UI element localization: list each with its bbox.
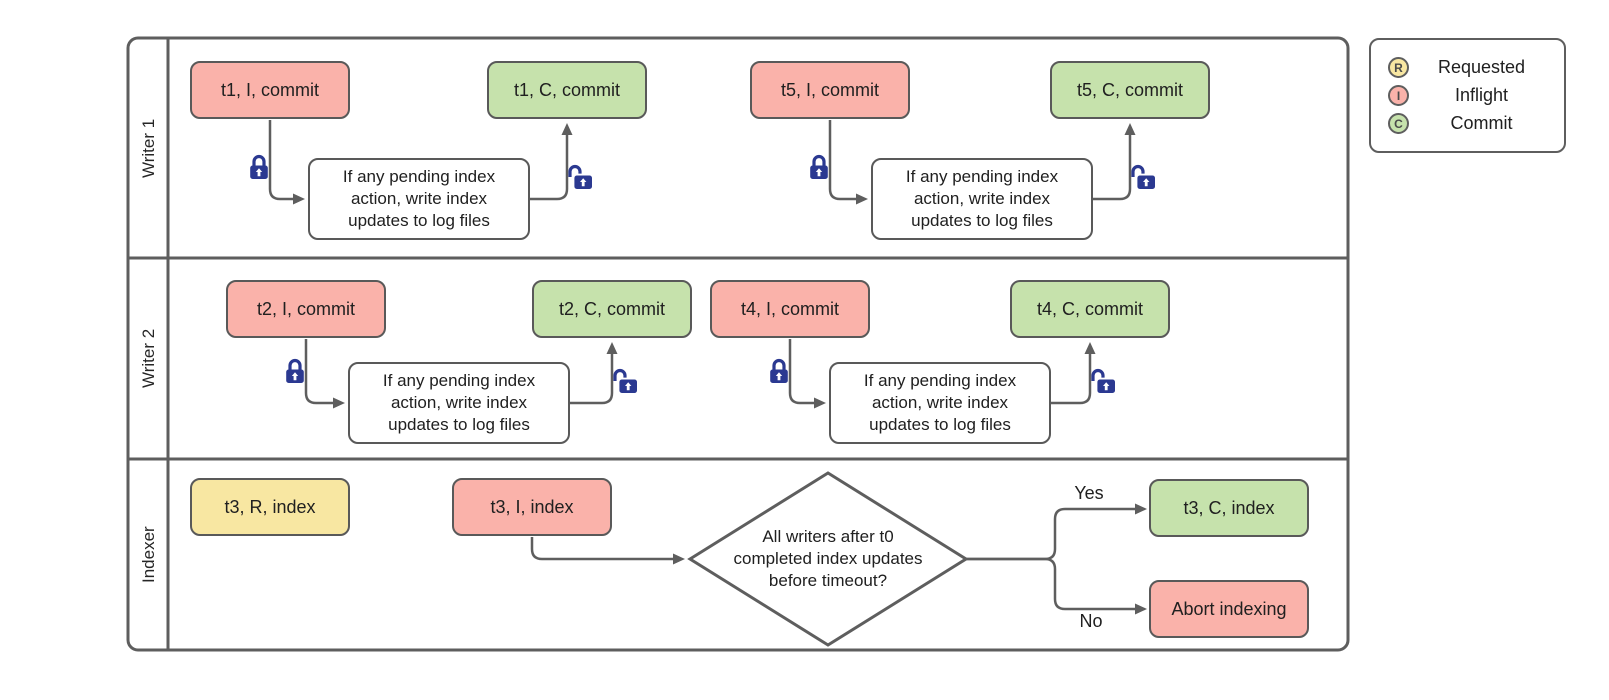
decision-text: All writers after t0 completed index upd… — [700, 526, 956, 592]
process-note-line: updates to log files — [348, 211, 490, 230]
process-note-line: updates to log files — [869, 415, 1011, 434]
process-note-line: If any pending index — [905, 167, 1059, 186]
process-note-line: If any pending index — [382, 371, 536, 390]
arrow-t3i-to-decision — [530, 537, 685, 565]
lock-open-icon — [1131, 164, 1157, 191]
arrow-t5i-to-proc2 — [828, 120, 868, 205]
process-note-line: updates to log files — [911, 211, 1053, 230]
arrow-decision-yes-to-t3c — [966, 503, 1147, 561]
lane-label-writer1: Writer 1 — [139, 118, 158, 178]
node-t1-inflight: t1, I, commit — [190, 61, 350, 119]
arrow-proc4-to-t4c — [1051, 342, 1096, 405]
process-note-line: action, write index — [350, 189, 488, 208]
node-t5-commit: t5, C, commit — [1050, 61, 1210, 119]
legend-label: Commit — [1450, 113, 1513, 133]
node-t4-commit: t4, C, commit — [1010, 280, 1170, 338]
lock-closed-icon — [284, 358, 306, 385]
commit-state-icon: C — [1388, 113, 1409, 134]
lock-closed-icon — [808, 154, 830, 181]
branch-label-no: No — [1079, 611, 1103, 631]
node-t2-inflight: t2, I, commit — [226, 280, 386, 338]
node-t1-commit: t1, C, commit — [487, 61, 647, 119]
lane-label-indexer: Indexer — [139, 526, 158, 583]
legend-label: Requested — [1437, 57, 1526, 77]
arrow-decision-no-to-abort — [966, 557, 1147, 615]
process-note: If any pending index action, write index… — [308, 158, 530, 240]
arrow-proc1-to-t1c — [530, 123, 573, 201]
node-t3-requested: t3, R, index — [190, 478, 350, 536]
node-abort-indexing: Abort indexing — [1149, 580, 1309, 638]
decision-diamond — [687, 471, 969, 647]
node-t4-inflight: t4, I, commit — [710, 280, 870, 338]
node-t2-commit: t2, C, commit — [532, 280, 692, 338]
pool-border — [126, 36, 1350, 652]
arrow-t1i-to-proc1 — [268, 120, 305, 205]
branch-label-yes: Yes — [1074, 483, 1104, 503]
arrow-proc3-to-t2c — [570, 342, 618, 405]
inflight-state-icon: I — [1388, 85, 1409, 106]
decision-text-line: completed index updates — [733, 549, 923, 568]
process-note-line: action, write index — [390, 393, 528, 412]
decision-text-line: before timeout? — [768, 571, 888, 590]
node-t3-inflight: t3, I, index — [452, 478, 612, 536]
process-note-line: action, write index — [871, 393, 1009, 412]
decision-text-line: All writers after t0 — [762, 527, 894, 546]
process-note-line: If any pending index — [863, 371, 1017, 390]
process-note: If any pending index action, write index… — [871, 158, 1093, 240]
process-note-line: action, write index — [913, 189, 1051, 208]
arrow-t4i-to-proc4 — [788, 339, 826, 409]
legend-row-inflight: I Inflight — [1371, 82, 1554, 110]
requested-state-icon: R — [1388, 57, 1409, 78]
process-note: If any pending index action, write index… — [829, 362, 1051, 444]
arrow-t2i-to-proc3 — [304, 339, 345, 409]
lock-open-icon — [568, 164, 594, 191]
node-t3-commit: t3, C, index — [1149, 479, 1309, 537]
lock-closed-icon — [248, 154, 270, 181]
lane-label-writer2: Writer 2 — [139, 328, 158, 389]
lock-closed-icon — [768, 358, 790, 385]
arrow-proc2-to-t5c — [1093, 123, 1136, 201]
lock-open-icon — [613, 368, 639, 395]
legend-label: Inflight — [1454, 85, 1509, 105]
lock-open-icon — [1091, 368, 1117, 395]
legend: R Requested I Inflight C Commit — [1369, 38, 1566, 153]
legend-row-commit: C Commit — [1371, 110, 1554, 138]
process-note: If any pending index action, write index… — [348, 362, 570, 444]
node-t5-inflight: t5, I, commit — [750, 61, 910, 119]
legend-row-requested: R Requested — [1371, 54, 1554, 82]
process-note-line: updates to log files — [388, 415, 530, 434]
process-note-line: If any pending index — [342, 167, 496, 186]
